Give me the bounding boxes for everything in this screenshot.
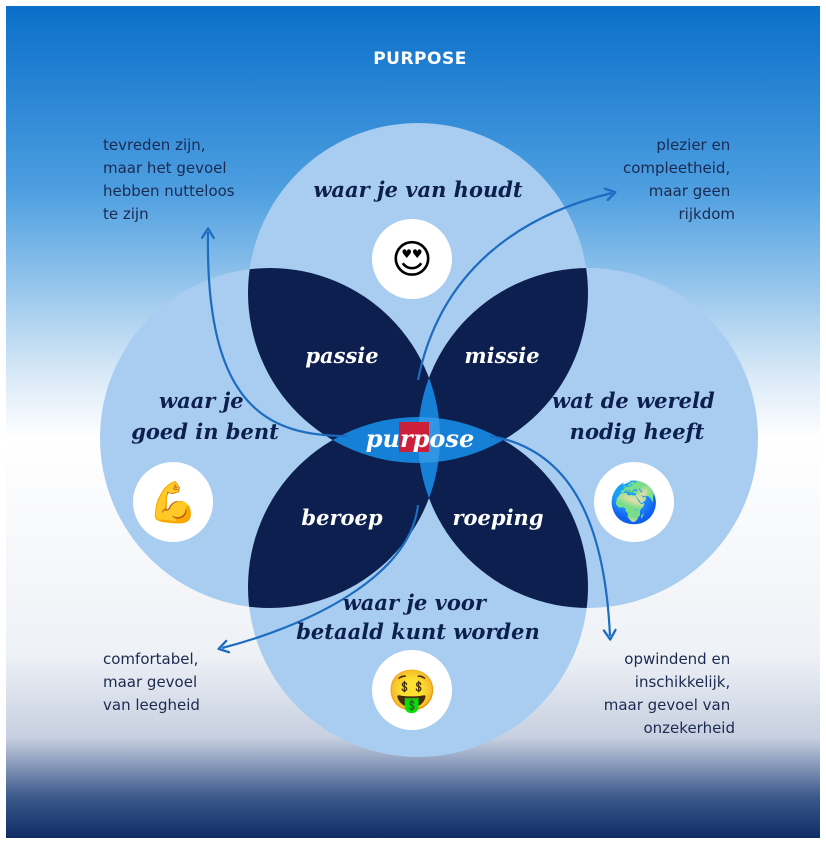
emoji-badges: 😍 💪 🌍 🤑 [133, 219, 674, 730]
center-red-square [399, 422, 429, 452]
arrow-to-bottom-left-note [217, 504, 420, 654]
note-top-left: tevreden zijn, maar het gevoel hebben nu… [103, 136, 239, 223]
arrows [200, 187, 617, 654]
circle-labels: waar je van houdt waar je goed in bent w… [131, 177, 722, 644]
note-bottom-right: opwindend en inschikkelijk, maar gevoel … [604, 650, 735, 737]
circle-left-label: waar je goed in bent [131, 388, 279, 444]
petal-label-roeping: roeping [452, 505, 543, 530]
center-label: purpose [366, 424, 474, 453]
flexed-biceps-emoji-icon: 💪 [148, 479, 198, 526]
money-mouth-face-emoji-icon: 🤑 [387, 668, 437, 714]
petal-bottom-right [418, 417, 588, 608]
center-purpose: purpose [366, 422, 474, 453]
petal-label-missie: missie [464, 343, 539, 368]
petal-labels: passie missie beroep roeping [301, 343, 543, 530]
outer-notes: tevreden zijn, maar het gevoel hebben nu… [103, 136, 735, 737]
arrow-to-top-left-note [200, 227, 349, 438]
circle-right-label: wat de wereld nodig heeft [552, 388, 722, 444]
page-title: PURPOSE [373, 49, 467, 69]
heart-eyes-face-emoji-icon: 😍 [391, 237, 433, 283]
arrow-to-top-right-note [416, 187, 617, 381]
petal-top-right [418, 268, 588, 463]
circle-bottom-label: waar je voor betaald kunt worden [296, 590, 540, 644]
petal-label-beroep: beroep [301, 505, 382, 530]
arrow-to-bottom-right-note [489, 434, 617, 641]
globe-emoji-icon: 🌍 [609, 479, 659, 526]
petal-label-passie: passie [305, 343, 378, 368]
note-top-right: plezier en compleetheid, maar geen rijkd… [623, 136, 735, 223]
note-bottom-left: comfortabel, maar gevoel van leegheid [103, 650, 203, 714]
circle-top-label: waar je van houdt [313, 177, 523, 202]
